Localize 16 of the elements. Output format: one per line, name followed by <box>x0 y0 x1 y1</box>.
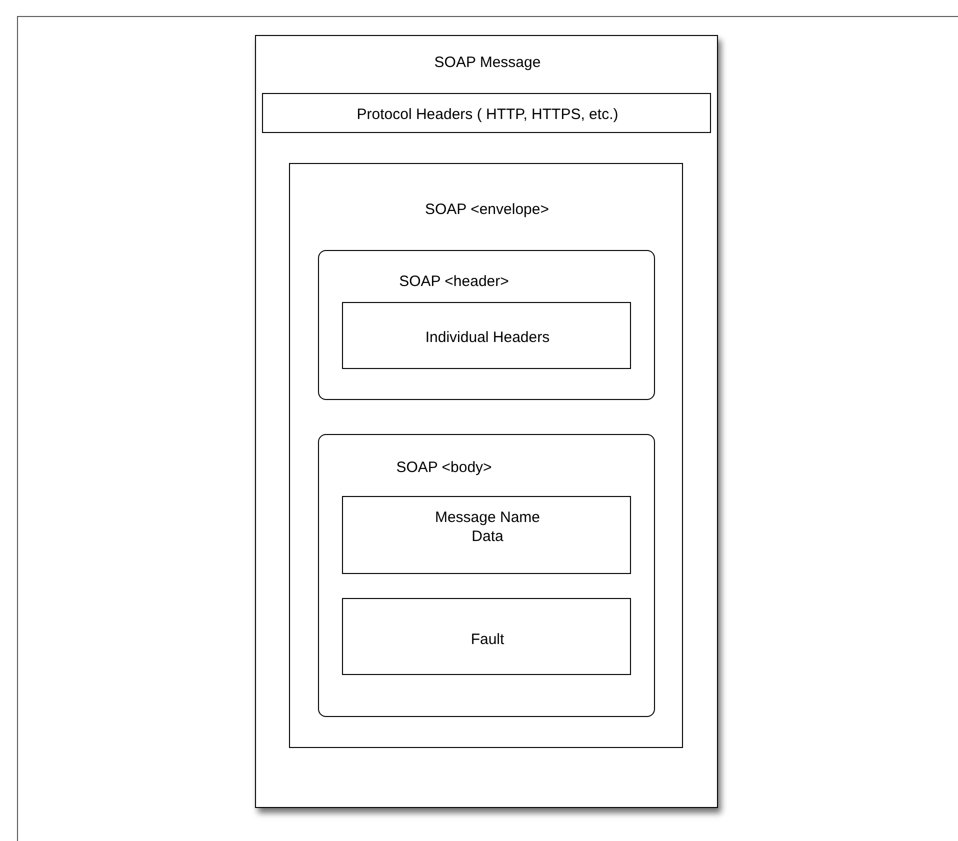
section-box <box>318 434 655 717</box>
box-label: Message Name Data <box>434 508 542 546</box>
box-label: Fault <box>470 630 506 648</box>
box-label: SOAP Message <box>433 52 542 72</box>
message-frame <box>255 35 718 808</box>
element-box <box>289 163 683 748</box>
box-label: SOAP <envelope> <box>424 200 550 218</box>
box-label: Individual Headers <box>424 328 551 346</box>
box-label: SOAP <header> <box>398 272 510 290</box>
section-box <box>318 250 655 400</box>
element-box <box>342 598 631 675</box>
element-box <box>262 93 711 133</box>
box-label: SOAP <body> <box>395 458 493 476</box>
element-box <box>342 302 631 369</box>
element-box <box>342 496 631 574</box>
box-label: Protocol Headers ( HTTP, HTTPS, etc.) <box>356 104 620 124</box>
